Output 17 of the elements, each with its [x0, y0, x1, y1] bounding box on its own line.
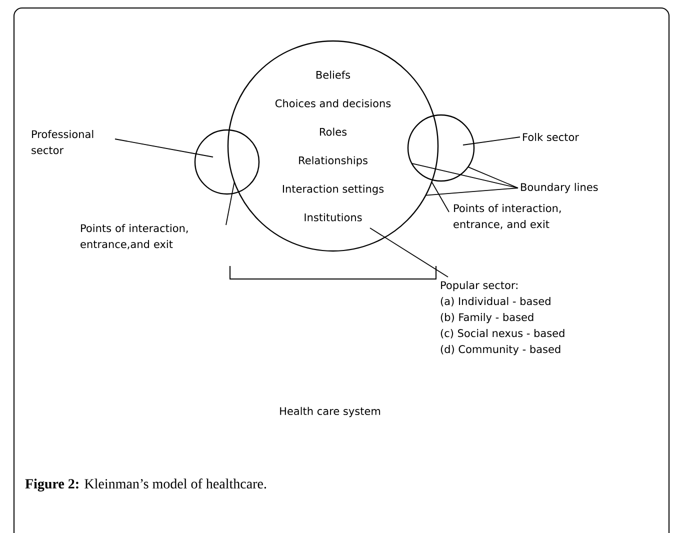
sector-circle	[194, 129, 260, 195]
callout-text: Popular sector: (a) Individual - based (b) Family - based (c) Social nexus - based (d) Community - based	[440, 281, 564, 356]
callout-text: Boundary lines	[521, 182, 598, 194]
leader-line	[468, 166, 518, 188]
leader-line	[370, 228, 448, 278]
callout-text: Professional sector	[32, 130, 94, 154]
leader-line	[425, 188, 518, 196]
sector-circle	[407, 114, 475, 182]
system-label: Health care system	[280, 406, 380, 418]
caption: Figure 2: Kleinman’s model of healthcare.	[25, 478, 266, 492]
leader-line	[462, 136, 520, 146]
callout-text: Points of interaction, entrance,and exit	[80, 224, 188, 250]
callout-text: Points of interaction, entrance, and exit	[454, 204, 561, 230]
leader-line	[114, 138, 214, 158]
leader-line	[431, 181, 450, 212]
leader-line	[411, 163, 518, 188]
callout-text: Folk sector	[523, 132, 579, 142]
